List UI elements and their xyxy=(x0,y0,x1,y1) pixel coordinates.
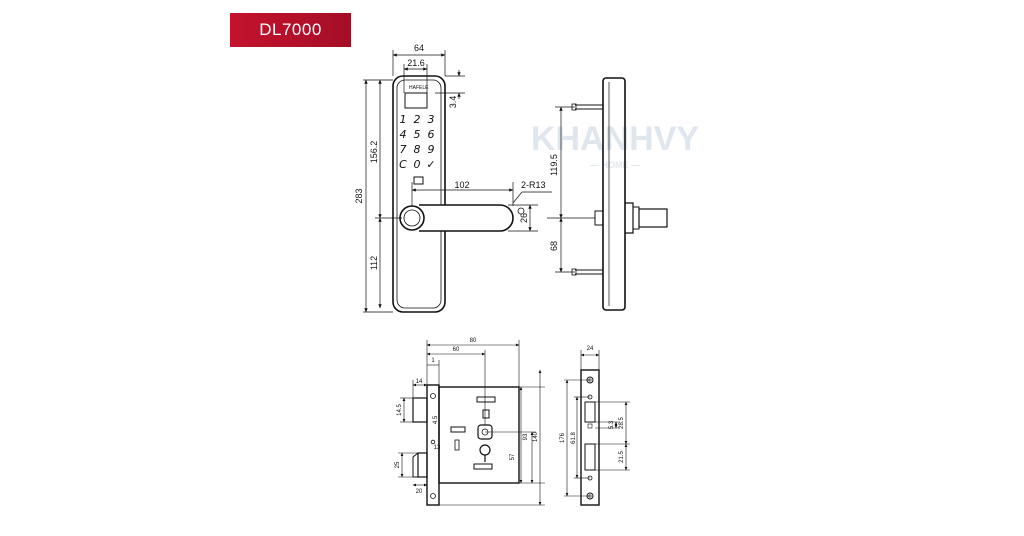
key-3: 3 xyxy=(428,113,435,126)
front-dimensions xyxy=(363,50,552,313)
dim-60: 60 xyxy=(453,347,460,353)
dim-total: 283 xyxy=(354,188,364,203)
dim-side-lower: 68 xyxy=(549,241,559,251)
mortise-dimension-labels: 80 60 1 14 14.5 4.5 13 25 20 93 140 57 xyxy=(395,338,539,495)
dim-side-upper: 119.5 xyxy=(549,154,559,176)
dim-1: 1 xyxy=(431,358,435,364)
dim-14-5: 14.5 xyxy=(397,404,403,416)
key-4: 4 xyxy=(400,128,407,141)
dim-5-3: 5.3 xyxy=(609,420,615,429)
faceplate-dimension-labels: 24 176 61.8 5.3 28.5 21.5 xyxy=(560,346,625,463)
dim-radius: 2-R13 xyxy=(521,180,546,190)
key-2: 2 xyxy=(414,113,421,126)
brand-logo: HAFELE xyxy=(409,85,429,91)
dim-21-5: 21.5 xyxy=(619,451,625,463)
dim-width: 64 xyxy=(414,43,424,53)
dim-4-5: 4.5 xyxy=(433,415,439,424)
dim-inner: 21.6 xyxy=(407,58,425,68)
key-7: 7 xyxy=(400,143,407,156)
dim-14: 14 xyxy=(416,379,423,385)
model-badge: DL7000 xyxy=(230,13,351,47)
watermark-sub: — HOME — xyxy=(590,160,640,170)
dim-top: 3.4 xyxy=(448,96,458,109)
dim-upper: 156.2 xyxy=(369,141,379,164)
key-0: 0 xyxy=(414,158,421,171)
dim-lever-height: 26 xyxy=(519,213,529,223)
dim-28-5: 28.5 xyxy=(619,417,625,429)
dim-80: 80 xyxy=(470,338,477,344)
dim-25: 25 xyxy=(395,461,401,468)
key-5: 5 xyxy=(414,128,421,141)
key-9: 9 xyxy=(428,143,435,156)
dim-20: 20 xyxy=(416,489,423,495)
dim-140: 140 xyxy=(533,431,539,442)
handle-side-view xyxy=(571,77,668,311)
key-check: ✓ xyxy=(426,158,435,171)
key-c: C xyxy=(399,158,407,171)
watermark-name: KHANHVY xyxy=(531,120,699,158)
mortise-body xyxy=(412,384,520,506)
dim-93: 93 xyxy=(523,433,529,440)
dim-61-8: 61.8 xyxy=(571,432,577,444)
side-dimension-labels: 119.5 68 xyxy=(549,154,559,251)
key-6: 6 xyxy=(428,128,435,141)
model-label: DL7000 xyxy=(259,20,322,39)
dim-lever: 102 xyxy=(454,180,469,190)
dim-176: 176 xyxy=(560,432,566,443)
keypad: 1 2 3 4 5 6 7 8 9 C 0 ✓ xyxy=(399,113,435,171)
dim-24: 24 xyxy=(587,346,594,352)
dim-13: 13 xyxy=(434,445,441,451)
dim-lower: 112 xyxy=(369,256,379,270)
mortise-dimensions xyxy=(398,340,545,506)
faceplate xyxy=(580,369,600,506)
handle-front-view xyxy=(392,75,525,313)
key-8: 8 xyxy=(414,143,421,156)
front-dimension-labels: 64 21.6 3.4 283 156.2 112 102 2-R13 26 xyxy=(354,43,546,270)
faceplate-dimensions xyxy=(564,350,630,497)
watermark: KHANHVY — HOME — xyxy=(531,120,699,170)
dim-57: 57 xyxy=(510,453,516,460)
side-dimensions xyxy=(547,106,595,273)
key-1: 1 xyxy=(400,113,407,126)
